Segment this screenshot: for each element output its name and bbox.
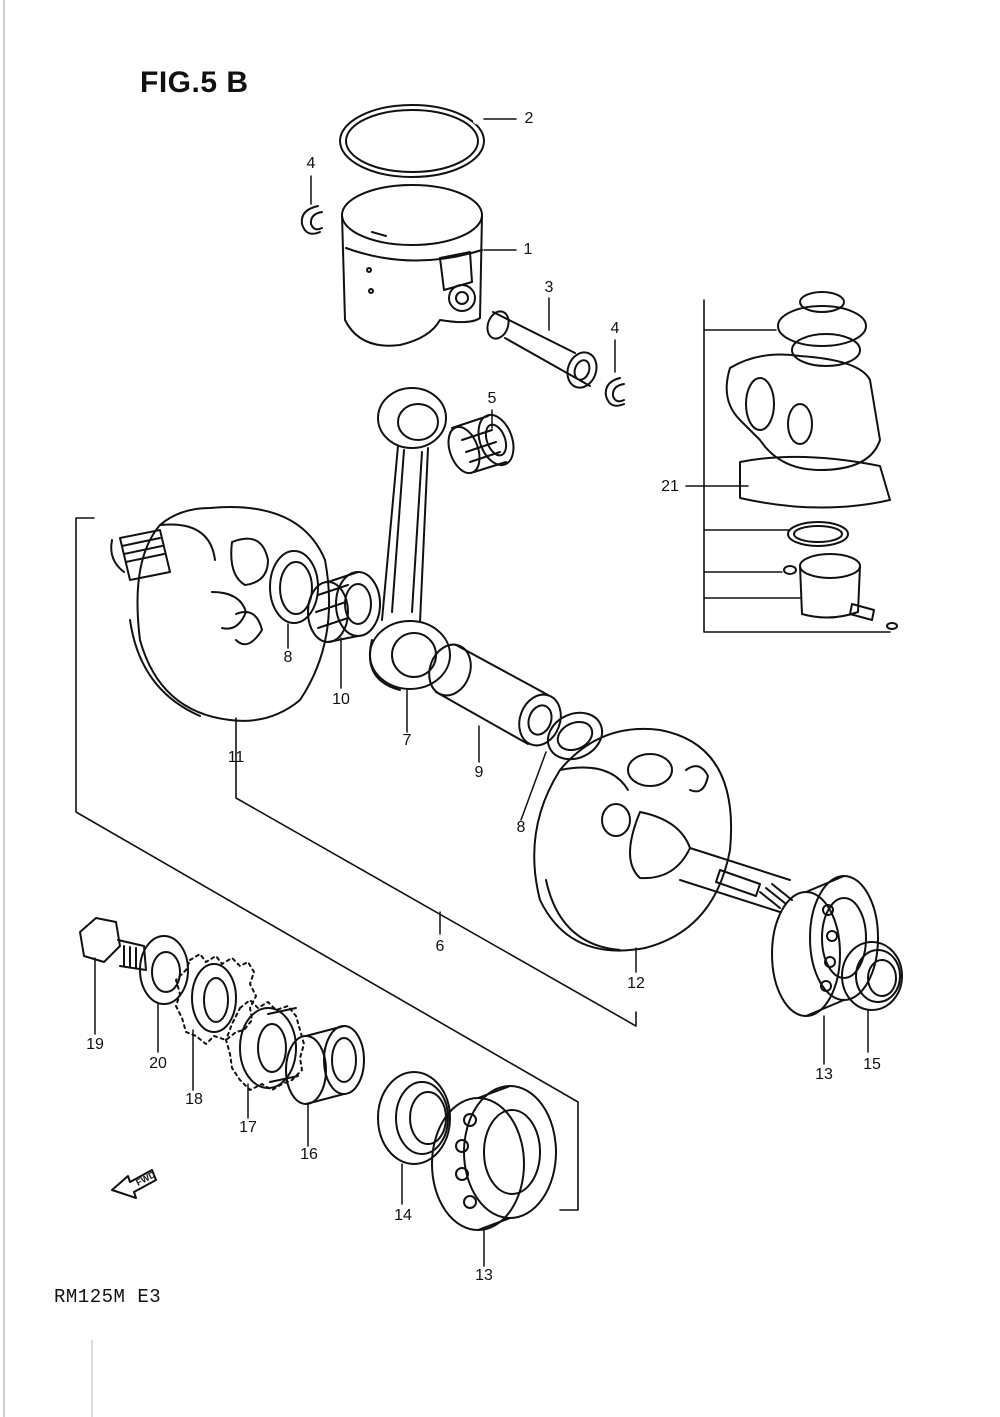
circlip-drawing xyxy=(604,377,625,407)
crank-pin-drawing xyxy=(428,643,562,747)
callout-20: 20 xyxy=(149,1055,167,1072)
needle-bearing-drawing xyxy=(447,413,515,475)
callout-19: 19 xyxy=(86,1036,104,1053)
thrust-washer-drawing xyxy=(546,711,604,761)
callout-16: 16 xyxy=(300,1146,318,1163)
piston-drawing xyxy=(341,184,483,347)
callout-21: 21 xyxy=(661,478,679,495)
figure-title: FIG.5 B xyxy=(140,66,249,99)
callout-5: 5 xyxy=(487,390,497,407)
callout-12: 12 xyxy=(627,975,645,992)
callout-8: 8 xyxy=(283,649,293,666)
callout-15: 15 xyxy=(863,1056,881,1073)
circlip-drawing xyxy=(300,205,323,235)
callout-2: 2 xyxy=(524,110,534,127)
model-code: RM125M E3 xyxy=(54,1286,162,1308)
oil-seal-drawing xyxy=(841,941,903,1011)
washer-drawing xyxy=(139,935,189,1005)
fwd-arrow-icon: FWD xyxy=(111,1169,157,1199)
callout-17: 17 xyxy=(239,1119,257,1136)
right-crank-web-drawing xyxy=(533,727,793,952)
callout-8: 8 xyxy=(516,819,526,836)
callout-14: 14 xyxy=(394,1207,412,1224)
primary-drive-gear-drawing xyxy=(225,999,305,1091)
callout-1: 1 xyxy=(523,241,533,258)
callout-4: 4 xyxy=(306,155,316,172)
callout-18: 18 xyxy=(185,1091,203,1108)
spacer-collar-drawing xyxy=(285,1025,365,1105)
piston-ring-drawing xyxy=(339,104,489,178)
callout-6: 6 xyxy=(435,938,445,955)
callout-13: 13 xyxy=(815,1066,833,1083)
callout-13: 13 xyxy=(475,1267,493,1284)
piston-pin-drawing xyxy=(486,310,598,389)
callout-7: 7 xyxy=(402,732,412,749)
leader-lines xyxy=(94,118,869,1267)
callout-3: 3 xyxy=(544,279,554,296)
connecting-rod-drawing xyxy=(368,387,451,691)
oil-seal-drawing xyxy=(377,1071,451,1165)
main-bearing-drawing xyxy=(431,1085,557,1231)
top-end-kit-inset xyxy=(703,291,898,633)
callout-9: 9 xyxy=(474,764,484,781)
pump-drive-gear-drawing xyxy=(175,953,257,1045)
callout-11: 11 xyxy=(227,749,245,766)
crank-bolt-drawing xyxy=(79,917,147,971)
main-bearing-drawing xyxy=(771,875,879,1017)
thrust-washer-drawing xyxy=(269,550,319,624)
assembly-bracket-lines xyxy=(75,517,637,1211)
left-crank-web-drawing xyxy=(110,506,331,722)
callout-10: 10 xyxy=(332,691,350,708)
callout-4: 4 xyxy=(610,320,620,337)
